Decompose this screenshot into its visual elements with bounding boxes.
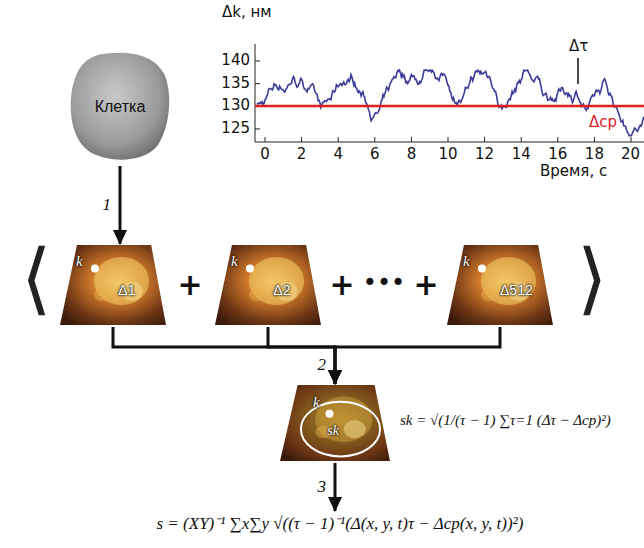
node-text: sk bbox=[327, 423, 339, 438]
point-label: k bbox=[76, 253, 83, 270]
point-label: k bbox=[313, 394, 320, 411]
afm-image: kΔ1 bbox=[60, 245, 166, 325]
label-text: ⟨ bbox=[21, 236, 51, 322]
cell-shape: Клетка bbox=[68, 50, 172, 164]
x-axis bbox=[255, 142, 644, 143]
node-text: Δ2 bbox=[273, 283, 290, 298]
axis-label: 6 bbox=[370, 146, 380, 163]
axis-label: 2 bbox=[297, 146, 307, 163]
y-axis bbox=[255, 44, 256, 142]
label-text: Δτ bbox=[568, 38, 589, 55]
label-text: Δср bbox=[588, 114, 618, 131]
flow-arrow bbox=[334, 463, 337, 511]
point-label: k bbox=[231, 253, 238, 270]
axis-label: 140 bbox=[221, 52, 250, 69]
axis-label: 20 bbox=[621, 146, 640, 163]
axis-label: 125 bbox=[221, 120, 250, 137]
flow-arrow bbox=[119, 166, 122, 244]
formula-box: s = (XY)⁻¹ ∑x∑y √((τ − 1)⁻¹(Δ(x, y, t)τ … bbox=[153, 512, 528, 537]
flow-arrow bbox=[335, 327, 500, 384]
node-text: s = (XY)⁻¹ ∑x∑y √((τ − 1)⁻¹(Δ(x, y, t)τ … bbox=[157, 515, 524, 534]
label-text: ••• bbox=[363, 270, 405, 296]
axis-label: 0 bbox=[260, 146, 270, 163]
mean-line bbox=[255, 105, 644, 108]
afm-image: kΔ512 bbox=[447, 245, 553, 325]
step-number: 2 bbox=[318, 356, 327, 375]
formula-label: sk = √(1/(τ − 1) ∑τ=1 (Δτ − Δср)²) bbox=[400, 412, 611, 429]
step-number: 3 bbox=[318, 478, 327, 497]
step-number: 1 bbox=[103, 196, 112, 215]
flow-arrow bbox=[268, 327, 335, 384]
flow-arrow bbox=[113, 327, 335, 384]
axis-label: 4 bbox=[333, 146, 343, 163]
label-text: + bbox=[329, 268, 354, 301]
label-text: + bbox=[413, 268, 438, 301]
signal-trace bbox=[257, 70, 644, 136]
label-text: ⟩ bbox=[577, 236, 607, 322]
axis-label: 18 bbox=[585, 146, 604, 163]
label-text: Время, с bbox=[540, 163, 607, 180]
node-text: Клетка bbox=[95, 98, 146, 116]
axis-label: 12 bbox=[475, 146, 494, 163]
axis-label: 16 bbox=[548, 146, 567, 163]
node-text: Δ512 bbox=[500, 283, 533, 298]
point-label: k bbox=[463, 253, 470, 270]
afm-image: kΔ2 bbox=[215, 245, 321, 325]
axis-label: Δk, нм bbox=[222, 4, 272, 21]
axis-label: 10 bbox=[438, 146, 457, 163]
marker-line bbox=[577, 58, 579, 84]
axis-label: 8 bbox=[407, 146, 417, 163]
node-text: Δ1 bbox=[118, 283, 135, 298]
axis-label: 135 bbox=[221, 75, 250, 92]
label-text: + bbox=[177, 268, 202, 301]
axis-label: 14 bbox=[512, 146, 531, 163]
result-image: ksk bbox=[280, 385, 390, 461]
axis-label: 130 bbox=[221, 97, 250, 114]
